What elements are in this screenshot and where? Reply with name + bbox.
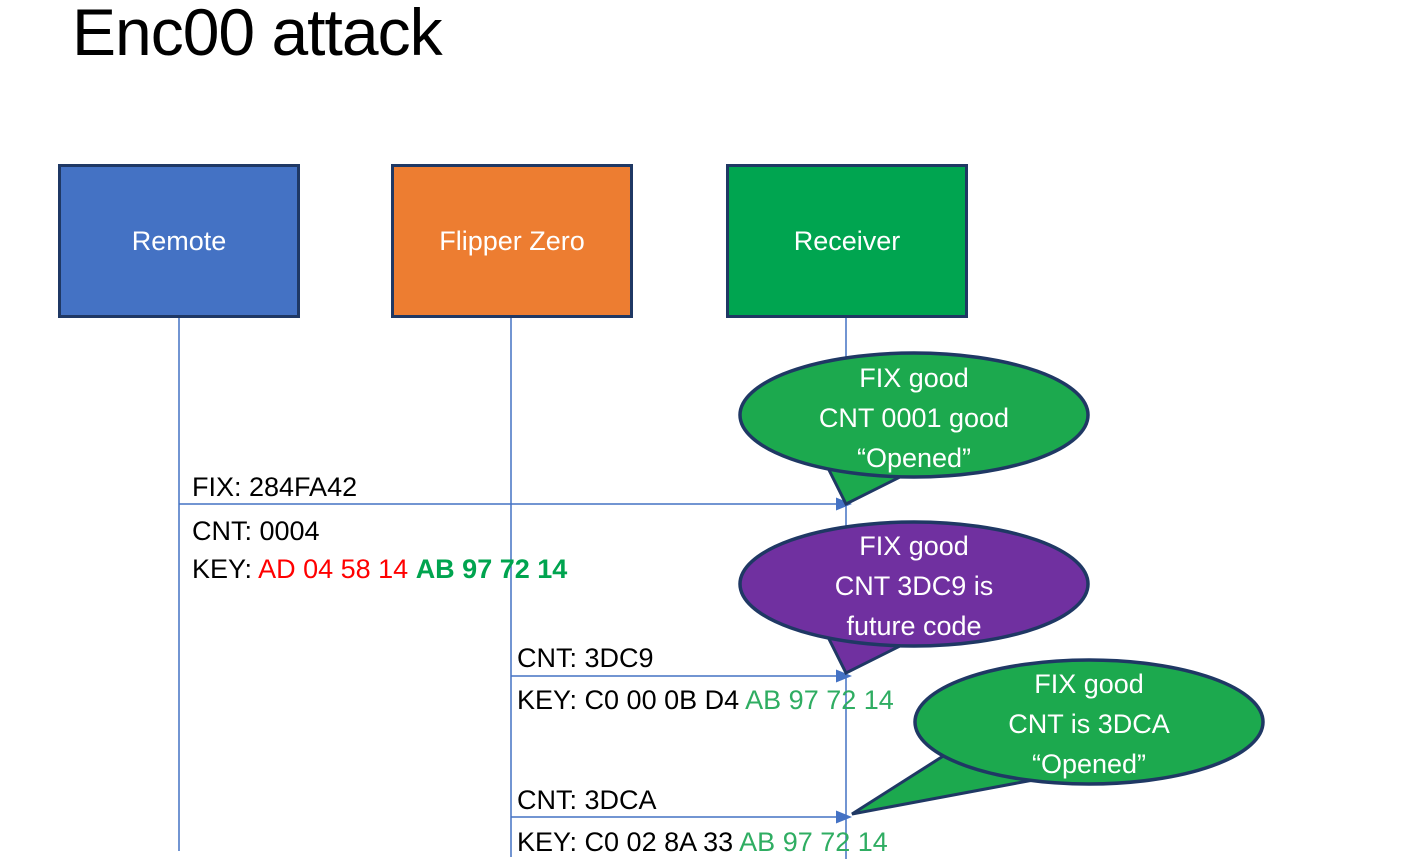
arrow-1-head [836, 497, 852, 511]
callout-2-line-2: CNT 3DC9 is [834, 571, 994, 601]
callout-1-bubble [738, 351, 1090, 507]
actor-label-flipper-zero: Flipper Zero [439, 225, 585, 256]
actor-label-receiver: Receiver [793, 225, 901, 256]
message-1-key-label: KEY: AD 04 58 14 AB 97 72 14 [192, 552, 567, 586]
actor-box-receiver: Receiver [726, 164, 968, 318]
actor-box-remote: Remote [58, 164, 300, 318]
callout-3-ellipse [913, 658, 1265, 786]
message-1-key-prefix: KEY: [192, 554, 259, 584]
callout-2-text: FIX good CNT 3DC9 is future code [740, 526, 1088, 646]
arrow-3-head [836, 810, 852, 824]
message-1-key-red-bytes: AD 04 58 14 [258, 554, 416, 584]
callout-3-line-1: FIX good [1034, 669, 1144, 699]
message-3-key-label: KEY: C0 02 8A 33 AB 97 72 14 [517, 825, 888, 859]
message-3-cnt-label: CNT: 3DCA [517, 783, 657, 817]
callout-1-line-3: “Opened” [856, 443, 972, 473]
callout-3-line-3: “Opened” [1031, 749, 1147, 779]
message-2-cnt-label: CNT: 3DC9 [517, 641, 654, 675]
message-3-key-black: KEY: C0 02 8A 33 [517, 827, 740, 857]
callout-3-line-2: CNT is 3DCA [1008, 709, 1170, 739]
callout-1-ellipse [738, 351, 1090, 479]
message-1-cnt-label: CNT: 0004 [192, 514, 320, 548]
callout-3-bubble [851, 658, 1265, 816]
message-1-fix-text: FIX: 284FA42 [192, 472, 358, 502]
callout-1-text: FIX good CNT 0001 good “Opened” [740, 358, 1088, 478]
slide-title: Enc00 attack [72, 0, 443, 69]
message-3-key-green-bytes: AB 97 72 14 [739, 827, 888, 857]
message-2-cnt-text: CNT: 3DC9 [517, 643, 654, 673]
callout-3-text: FIX good CNT is 3DCA “Opened” [915, 664, 1263, 784]
callout-2-line-3: future code [846, 611, 982, 641]
callout-2-bubble [738, 520, 1090, 676]
message-2-key-black: KEY: C0 00 0B D4 [517, 685, 746, 715]
message-1-cnt-text: CNT: 0004 [192, 516, 320, 546]
message-2-key-label: KEY: C0 00 0B D4 AB 97 72 14 [517, 683, 894, 717]
message-3-cnt-text: CNT: 3DCA [517, 785, 657, 815]
message-1-fix-label: FIX: 284FA42 [192, 470, 357, 504]
message-1-key-green-bytes: AB 97 72 14 [415, 554, 568, 584]
callout-1-line-2: CNT 0001 good [818, 403, 1010, 433]
message-2-key-green-bytes: AB 97 72 14 [745, 685, 894, 715]
actor-label-remote: Remote [131, 225, 227, 256]
arrow-2-head [836, 669, 852, 683]
actor-box-flipper-zero: Flipper Zero [391, 164, 633, 318]
callout-1-line-1: FIX good [859, 363, 969, 393]
callout-2-line-1: FIX good [859, 531, 969, 561]
callout-2-ellipse [738, 520, 1090, 648]
